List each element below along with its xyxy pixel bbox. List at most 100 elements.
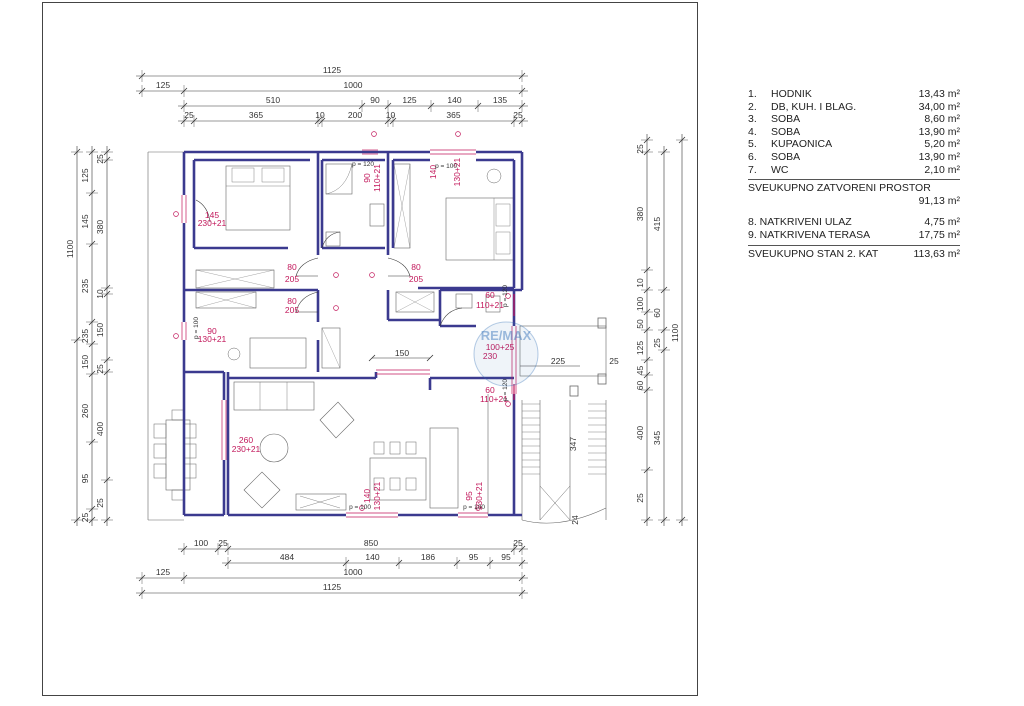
right-overall-value: 1100 (670, 324, 680, 343)
wc-cabinet (395, 291, 435, 313)
door-swing (295, 291, 319, 313)
legend-closed-total-label: SVEUKUPNO ZATVORENI PROSTOR (748, 182, 931, 195)
dimension-tick (426, 354, 434, 362)
top-row2-value: 125 (402, 95, 416, 105)
bar-stool (373, 477, 385, 491)
opening-height: 110+21 (480, 394, 508, 404)
bottom-row3-value: 1000 (344, 567, 363, 577)
chair (227, 347, 241, 361)
legend-closed-total-label-row: SVEUKUPNO ZATVORENI PROSTOR (748, 182, 960, 195)
legend-room-area: 13,90 m² (918, 125, 960, 138)
kitchen-counter (429, 427, 459, 509)
stair-gap-value: 25 (609, 356, 619, 366)
left-outer-value: 260 (80, 404, 90, 418)
opening-width: 60 (485, 385, 495, 395)
opening-width: 95 (464, 491, 474, 501)
opening-height: 205 (285, 274, 299, 284)
left-outer-value: 235 (80, 279, 90, 293)
legend-room-area: 5,20 m² (924, 138, 960, 151)
sill-height-label: p = 100 (463, 504, 485, 511)
legend-closed-total-value-row: 91,13 m² (748, 195, 960, 208)
wardrobe-mark (195, 291, 257, 309)
legend-extra-area: 17,75 m² (918, 228, 960, 241)
armchair (319, 401, 355, 439)
right-col2-value: 415 (652, 217, 662, 231)
legend-num: 2. (748, 100, 757, 113)
bottom-row1-value: 25 (513, 538, 523, 548)
left-outer-value: 235 (80, 329, 90, 343)
wc-cabinet-mark (395, 291, 435, 313)
legend-room-area: 34,00 m² (918, 100, 960, 113)
bottom-row2-value: 95 (501, 552, 511, 562)
stair-length-value: 347 (568, 437, 578, 451)
opening-height: 110+21 (372, 164, 382, 192)
dimension-lines (71, 70, 688, 599)
cabinet (321, 327, 341, 369)
top-row3-value: 200 (348, 110, 362, 120)
left-inner-value: 25 (95, 498, 105, 508)
opening-height: 230+21 (232, 444, 261, 454)
right-col1-value: 125 (635, 341, 645, 355)
pillow (261, 167, 285, 183)
opening-marker (455, 131, 461, 137)
right-col1-value: 45 (635, 366, 645, 376)
right-col1-value: 60 (635, 381, 645, 391)
watermark-text: RE/MAX (481, 328, 532, 343)
legend-num: 1. (748, 88, 757, 100)
right-col2-value: 345 (652, 431, 662, 445)
door-swing (321, 231, 341, 249)
sill-height-label: p = 120 (502, 285, 509, 307)
left-outer-value: 150 (80, 355, 90, 369)
opening-width: 145 (205, 210, 219, 220)
sill-height-label: p = 100 (193, 317, 200, 339)
covered-entrance (519, 325, 607, 377)
legend-room-name: DB, KUH. I BLAG. (771, 100, 857, 113)
bottom-row2-value: 95 (469, 552, 479, 562)
double-bed (225, 165, 291, 231)
stair-landing (539, 485, 571, 521)
chair (171, 409, 185, 421)
top-row2-value: 510 (266, 95, 280, 105)
dimension-tick (368, 354, 376, 362)
wardrobe (195, 269, 275, 289)
chair (171, 489, 185, 501)
stair-curve (521, 507, 607, 524)
wc-sink (455, 293, 473, 309)
door-swing (387, 257, 411, 277)
column (569, 385, 579, 397)
column (597, 373, 607, 385)
opening-marker (505, 401, 511, 407)
opening-width: 140 (428, 165, 438, 179)
legend-divider (748, 244, 960, 246)
left-inner-value: 150 (95, 323, 105, 337)
legend-num: 6. (748, 150, 757, 163)
pillow (495, 231, 511, 255)
legend-num: 7. (748, 163, 757, 176)
legend-room-name: HODNIK (771, 88, 812, 100)
legend-room-area: 13,90 m² (918, 150, 960, 163)
chair (153, 463, 167, 479)
right-col1-value: 100 (635, 297, 645, 311)
opening-width: 90 (362, 173, 372, 183)
top-row3-value: 10 (386, 110, 396, 120)
chair (153, 423, 167, 439)
top-row1-value: 1000 (344, 80, 363, 90)
right-col2-value: 60 (652, 308, 662, 318)
opening-width: 100+25 (486, 342, 515, 352)
furniture-layer (147, 151, 607, 524)
top-row3-value: 25 (513, 110, 523, 120)
kitchen-island (369, 457, 427, 501)
wardrobe (195, 291, 257, 309)
opening-height: 205 (285, 305, 299, 315)
top-row2-value: 135 (493, 95, 507, 105)
opening-width: 90 (207, 326, 217, 336)
